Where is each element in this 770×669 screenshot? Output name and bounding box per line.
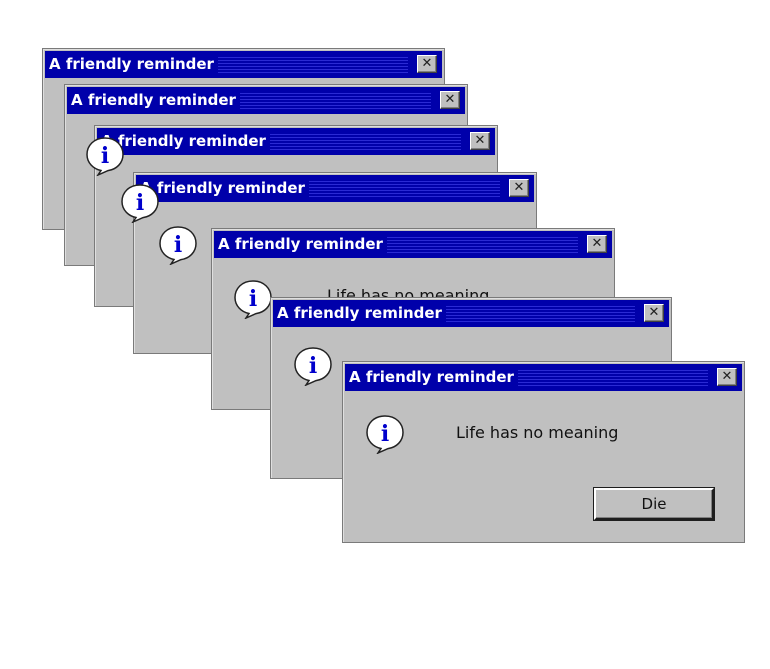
info-icon: i xyxy=(234,280,272,319)
dialog-window: A friendly reminder ✕ i Life has no mean… xyxy=(342,361,745,543)
svg-text:i: i xyxy=(249,286,257,312)
dialog-title: A friendly reminder xyxy=(101,132,270,150)
dialog-title: A friendly reminder xyxy=(277,304,446,322)
info-icon: i xyxy=(366,415,404,454)
close-button[interactable]: ✕ xyxy=(440,91,460,109)
info-icon: i xyxy=(86,137,124,176)
info-icon: i xyxy=(121,184,159,223)
title-bar[interactable]: A friendly reminder ✕ xyxy=(136,175,534,202)
close-button[interactable]: ✕ xyxy=(644,304,664,322)
close-button[interactable]: ✕ xyxy=(717,368,737,386)
dialog-title: A friendly reminder xyxy=(140,179,309,197)
svg-text:i: i xyxy=(309,353,317,379)
title-bar[interactable]: A friendly reminder ✕ xyxy=(273,300,669,327)
title-bar[interactable]: A friendly reminder ✕ xyxy=(45,51,442,78)
close-button[interactable]: ✕ xyxy=(470,132,490,150)
dialog-title: A friendly reminder xyxy=(349,368,518,386)
dialog-title: A friendly reminder xyxy=(71,91,240,109)
close-button[interactable]: ✕ xyxy=(417,55,437,73)
svg-text:i: i xyxy=(136,190,144,216)
title-bar[interactable]: A friendly reminder ✕ xyxy=(345,364,742,391)
title-bar[interactable]: A friendly reminder ✕ xyxy=(97,128,495,155)
info-icon: i xyxy=(294,347,332,386)
title-bar[interactable]: A friendly reminder ✕ xyxy=(67,87,465,114)
info-icon: i xyxy=(159,226,197,265)
svg-text:i: i xyxy=(174,232,182,258)
dialog-title: A friendly reminder xyxy=(49,55,218,73)
svg-text:i: i xyxy=(101,143,109,169)
dialog-message: Life has no meaning xyxy=(456,423,619,442)
close-button[interactable]: ✕ xyxy=(587,235,607,253)
close-button[interactable]: ✕ xyxy=(509,179,529,197)
title-bar[interactable]: A friendly reminder ✕ xyxy=(214,231,612,258)
die-button[interactable]: Die xyxy=(594,488,714,520)
svg-text:i: i xyxy=(381,421,389,447)
dialog-title: A friendly reminder xyxy=(218,235,387,253)
